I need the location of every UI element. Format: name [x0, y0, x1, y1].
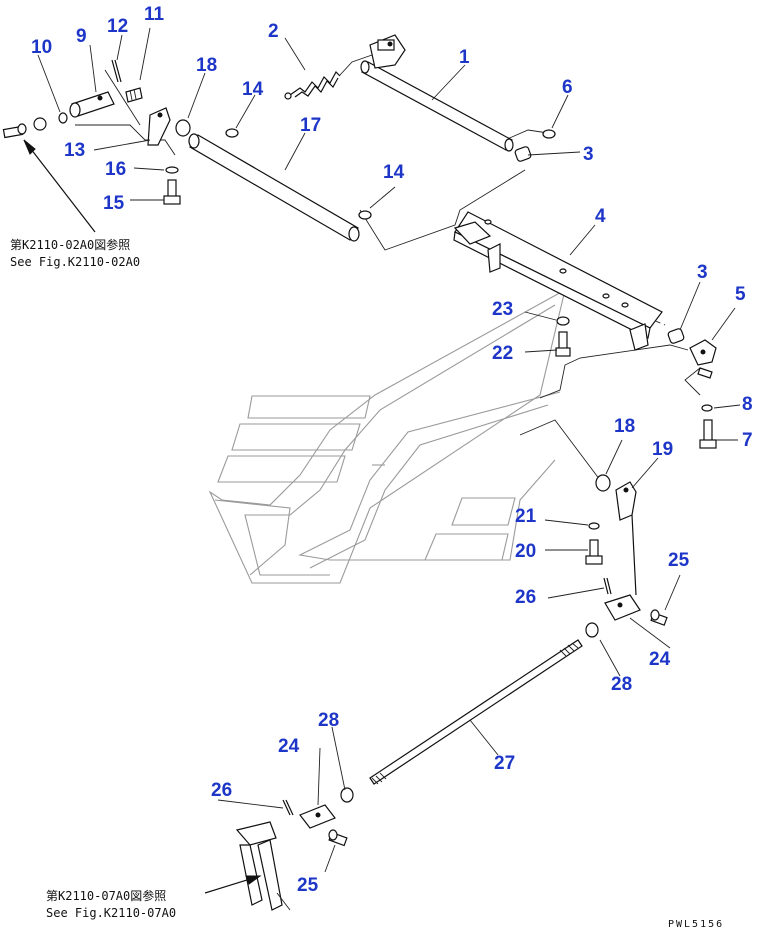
- callout-26: 26: [515, 587, 536, 608]
- lever-arm: [615, 481, 637, 596]
- callout-27: 27: [494, 753, 515, 774]
- pin: [358, 210, 372, 220]
- nut: [340, 787, 354, 803]
- pin: [225, 128, 239, 138]
- callout-25: 25: [668, 550, 690, 571]
- callout-23: 23: [492, 299, 513, 320]
- callouts: 1 2 3 3 4 5 6 7 8 9 10 11 12 13 14 14 15…: [31, 4, 753, 896]
- callout-15: 15: [103, 193, 125, 214]
- nut: [585, 622, 599, 638]
- callout-4: 4: [595, 206, 606, 227]
- bolt: [555, 331, 571, 357]
- callout-28: 28: [318, 710, 339, 731]
- nut: [33, 117, 47, 131]
- lever-clamp: [689, 339, 717, 379]
- reference-bottom-ja: 第K2110-07A0図参照: [46, 888, 166, 903]
- callout-14: 14: [383, 162, 405, 183]
- split-pin: [282, 799, 294, 816]
- bolt: [699, 419, 717, 449]
- callout-18: 18: [614, 416, 635, 437]
- washer: [588, 522, 600, 530]
- callout-24: 24: [649, 649, 671, 670]
- yoke: [69, 91, 115, 118]
- callout-22: 22: [492, 343, 513, 364]
- callout-18: 18: [196, 55, 217, 76]
- callout-11: 11: [144, 4, 165, 25]
- callout-20: 20: [515, 541, 536, 562]
- washer: [165, 166, 179, 174]
- rod-end: [299, 804, 336, 829]
- bolt: [163, 179, 181, 205]
- callout-28: 28: [611, 674, 632, 695]
- reference-bottom-en: See Fig.K2110-07A0: [46, 906, 176, 920]
- pin: [328, 829, 348, 847]
- pin: [650, 609, 668, 626]
- reference-top-ja: 第K2110-02A0図参照: [10, 237, 130, 252]
- reference-top-en: See Fig.K2110-02A0: [10, 255, 140, 269]
- pin-head: [2, 123, 27, 139]
- washer: [58, 112, 68, 124]
- callout-19: 19: [652, 439, 673, 460]
- callout-3: 3: [697, 262, 708, 283]
- callout-13: 13: [64, 140, 85, 161]
- callout-9: 9: [76, 26, 87, 47]
- callout-25: 25: [297, 875, 319, 896]
- shaft-upper: [360, 34, 514, 152]
- reference-arrow-top: [23, 139, 96, 233]
- pedal-lever: [235, 821, 291, 911]
- spring-pin: [125, 87, 143, 103]
- bracket-plate: [453, 211, 663, 351]
- split-pin: [111, 59, 122, 83]
- callout-10: 10: [31, 37, 52, 58]
- callout-leaders: [37, 27, 741, 873]
- spring: [284, 71, 341, 100]
- callout-16: 16: [105, 159, 126, 180]
- split-pin: [603, 577, 612, 595]
- callout-12: 12: [107, 16, 128, 37]
- reference-arrow-bottom: [204, 875, 262, 894]
- callout-8: 8: [742, 394, 753, 415]
- callout-14: 14: [242, 79, 264, 100]
- rod-end: [604, 594, 641, 621]
- washer: [701, 404, 713, 412]
- rod: [369, 639, 583, 785]
- reference-bottom: 第K2110-07A0図参照 See Fig.K2110-07A0: [46, 888, 176, 920]
- callout-26: 26: [211, 780, 232, 801]
- callout-1: 1: [459, 47, 470, 68]
- machine-outline: [208, 288, 566, 584]
- callout-2: 2: [268, 21, 279, 42]
- reference-top: 第K2110-02A0図参照 See Fig.K2110-02A0: [10, 237, 140, 269]
- callout-17: 17: [300, 115, 321, 136]
- drawing-code: PWL5156: [668, 919, 724, 930]
- lever-arm: [147, 107, 171, 146]
- callout-6: 6: [562, 77, 573, 98]
- pin: [542, 129, 556, 139]
- collar: [514, 146, 532, 162]
- callout-3: 3: [583, 144, 594, 165]
- bolt: [585, 539, 603, 565]
- shaft-lower: [188, 133, 360, 242]
- bushing: [175, 119, 191, 137]
- bushing: [595, 474, 611, 492]
- callout-5: 5: [735, 284, 746, 305]
- collar: [667, 328, 685, 344]
- callout-21: 21: [515, 506, 537, 527]
- callout-24: 24: [278, 736, 300, 757]
- callout-7: 7: [742, 430, 753, 451]
- washer: [556, 316, 570, 326]
